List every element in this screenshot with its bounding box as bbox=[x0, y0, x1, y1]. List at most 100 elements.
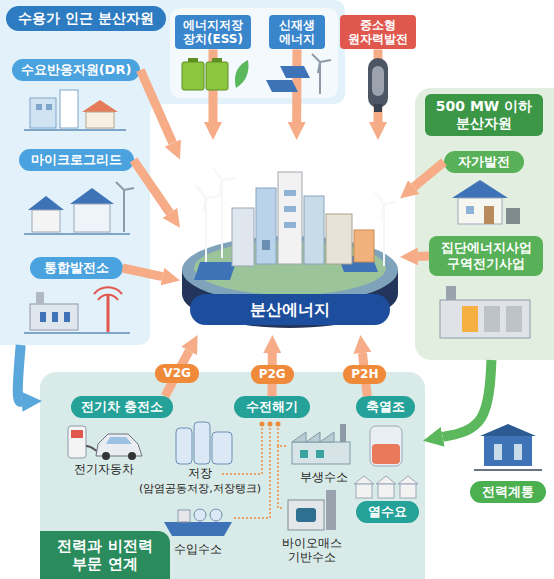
self-generation-icon-part bbox=[452, 180, 508, 198]
city-illustration-part bbox=[262, 240, 270, 250]
city-illustration-part bbox=[256, 188, 276, 264]
demand-response-icon bbox=[24, 90, 126, 130]
label-box: 신재생 에너지 bbox=[269, 15, 325, 50]
wind-turbines-part bbox=[384, 202, 397, 204]
district-energy-icon-part bbox=[446, 286, 456, 300]
wind-turbines-part bbox=[213, 168, 222, 180]
import-ship-icon-part bbox=[164, 522, 232, 536]
self-generation-icon-part bbox=[458, 198, 502, 224]
wind-turbines-part bbox=[383, 204, 385, 266]
label-box: 축열조 bbox=[356, 396, 415, 418]
demand-response-icon-part bbox=[30, 98, 56, 128]
energy-storage-icon bbox=[182, 58, 249, 90]
hydrogen-storage-icon-part bbox=[212, 432, 232, 464]
leader-lines-part bbox=[278, 424, 288, 446]
box-label: 수요반응자원(DR) bbox=[21, 62, 132, 78]
energy-storage-icon-part bbox=[212, 58, 222, 62]
demand-response-icon-part bbox=[60, 90, 78, 128]
heat-storage-tank-icon bbox=[370, 426, 402, 466]
item-label: 부생수소 bbox=[300, 470, 348, 484]
label-box: 에너지저장 장치(ESS) bbox=[175, 15, 251, 50]
byproduct-factory-icon-part bbox=[292, 432, 334, 442]
biomass-plant-icon-part bbox=[288, 500, 324, 530]
byproduct-factory-icon bbox=[292, 424, 350, 464]
box-label: 수전해기 bbox=[246, 399, 298, 415]
small-modular-reactor-icon-part bbox=[372, 66, 384, 96]
district-energy-icon-part bbox=[440, 300, 530, 338]
electric-car-icon-part bbox=[128, 452, 136, 460]
electric-car-icon-part bbox=[102, 452, 110, 460]
renewable-icon-part bbox=[320, 60, 331, 62]
wind-turbines-part bbox=[221, 180, 223, 258]
district-energy-icon-part bbox=[484, 306, 500, 332]
wind-turbines-part bbox=[219, 180, 222, 194]
ev-charger-icon bbox=[68, 426, 100, 458]
leader-lines-part bbox=[234, 424, 270, 518]
sub-panel bbox=[170, 8, 338, 98]
microgrid-icon-part bbox=[32, 210, 60, 232]
energy-storage-icon-part bbox=[182, 62, 204, 90]
label-box: 집단에너지사업 구역전기사업 bbox=[429, 236, 543, 275]
virtual-power-plant-icon-part bbox=[64, 312, 70, 322]
label-anchor: (암염공동저장,저장탱크) bbox=[139, 482, 261, 495]
byproduct-factory-icon-part bbox=[300, 450, 308, 458]
leader-lines-part bbox=[222, 424, 262, 474]
virtual-power-plant-icon-part bbox=[107, 294, 110, 332]
microgrid-icon-part bbox=[24, 233, 130, 235]
box-label: 통합발전소 bbox=[44, 260, 109, 276]
microgrid-icon-part bbox=[123, 190, 125, 232]
flow-arrow bbox=[134, 160, 170, 213]
district-energy-icon bbox=[440, 286, 530, 338]
edge-tag: P2H bbox=[343, 365, 386, 383]
renewable-icon-part bbox=[319, 62, 321, 94]
self-generation-icon-part bbox=[484, 206, 494, 224]
demand-response-icon-part bbox=[24, 129, 126, 131]
box-label: 열수요 bbox=[368, 504, 407, 520]
edge-label-anchor: P2G bbox=[251, 365, 294, 383]
microgrid-icon-part bbox=[74, 204, 110, 232]
electric-car-icon bbox=[96, 434, 142, 460]
small-modular-reactor-icon bbox=[368, 58, 388, 112]
byproduct-factory-icon-part bbox=[316, 450, 324, 458]
edge-label-anchor: P2H bbox=[343, 365, 386, 383]
item-label: 수입수소 bbox=[174, 542, 222, 556]
biomass-plant-icon-part bbox=[326, 490, 336, 530]
self-generation-icon-part bbox=[466, 206, 474, 214]
wind-turbines-part bbox=[206, 196, 220, 198]
leader-lines bbox=[222, 424, 288, 518]
leader-dots-part bbox=[276, 422, 281, 427]
heat-demand-houses-icon-part bbox=[398, 476, 418, 484]
biomass-plant-icon bbox=[288, 490, 336, 530]
power-grid-icon-part bbox=[480, 424, 536, 436]
box-label: 중소형 원자력발전 bbox=[344, 18, 412, 47]
leader-dots-part bbox=[268, 422, 273, 427]
energy-storage-icon-part bbox=[188, 58, 198, 62]
item-label: 바이오매스 기반수소 bbox=[269, 536, 355, 565]
city-illustration-part bbox=[284, 190, 296, 196]
label-box: 자가발전 bbox=[444, 151, 524, 173]
district-energy-icon-part bbox=[506, 306, 522, 332]
box-label: 축열조 bbox=[366, 399, 405, 415]
renewable-icon-part bbox=[312, 54, 320, 62]
label-anchor: 저장 bbox=[188, 466, 212, 480]
energy-storage-icon-part bbox=[235, 60, 249, 88]
panel-heading: 분산에너지 bbox=[190, 294, 390, 325]
heat-demand-houses-icon-part bbox=[354, 476, 374, 484]
leader-dots bbox=[260, 422, 281, 427]
box-label: 신재생 에너지 bbox=[273, 18, 321, 47]
virtual-power-plant-icon-part bbox=[36, 292, 44, 304]
flow-arrow bbox=[418, 252, 429, 261]
biomass-plant-icon-part bbox=[296, 508, 316, 522]
box-label: 전력계통 bbox=[482, 484, 534, 500]
label-box: 전기차 충전소 bbox=[71, 396, 174, 418]
box-label: 마이크로그리드 bbox=[31, 152, 122, 168]
box-label: 에너지저장 장치(ESS) bbox=[179, 18, 247, 47]
import-ship-icon-part bbox=[210, 509, 222, 521]
city-illustration-part bbox=[278, 172, 302, 264]
flow-arrow bbox=[443, 360, 492, 437]
virtual-power-plant-icon-part bbox=[30, 304, 78, 330]
virtual-power-plant-icon-part bbox=[94, 287, 122, 300]
wind-turbines-part bbox=[203, 198, 206, 212]
hydrogen-storage-icon-part bbox=[194, 422, 210, 464]
